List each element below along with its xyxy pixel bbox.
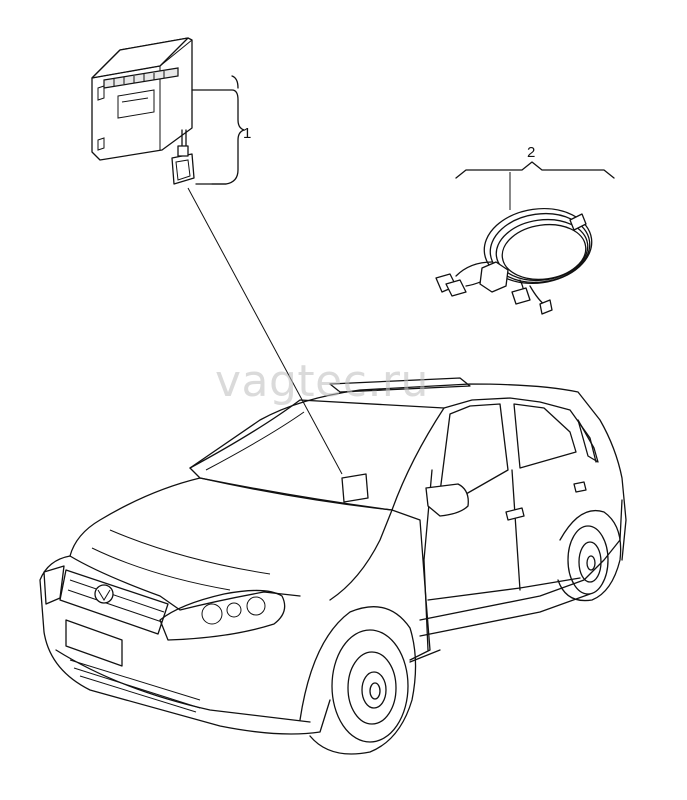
leader-line-part-1 (187, 187, 343, 475)
callout-label-1: 1 (243, 125, 251, 142)
wiring-harness-part-2[interactable] (435, 202, 597, 315)
control-unit-part-1[interactable] (91, 37, 195, 185)
watermark: vagtec.ru (215, 356, 429, 407)
callout-label-2: 2 (527, 144, 535, 161)
bracket-part-2 (455, 161, 615, 210)
mounting-location-marker (341, 473, 369, 503)
bracket-part-1 (191, 75, 245, 185)
car-illustration (39, 377, 627, 755)
